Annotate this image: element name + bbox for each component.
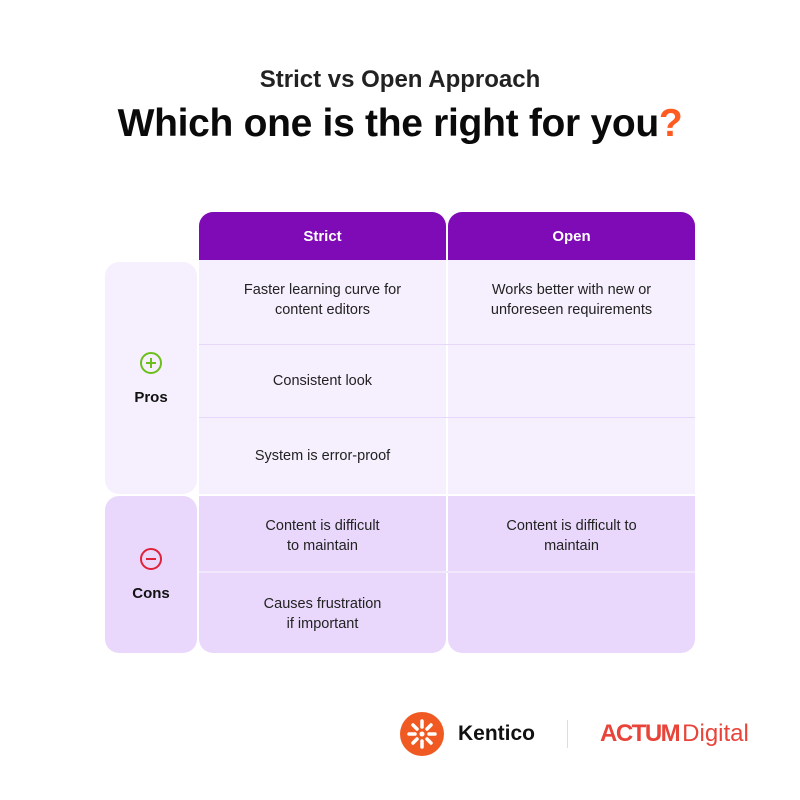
actum-logo-text: ACTUM (600, 720, 681, 747)
cell-strict-pro-3: System is error-proof (254, 448, 391, 464)
pros-label-cell: Pros (105, 262, 197, 494)
question-mark: ? (658, 102, 683, 145)
kentico-logo-text: Kentico (458, 722, 536, 745)
cons-label: Cons (132, 585, 170, 602)
strict-pros-block (199, 260, 446, 494)
column-header-strict: Strict (199, 212, 446, 260)
column-header-open: Open (448, 212, 695, 260)
footer-logos: Kentico ACTUM Digital (400, 712, 749, 756)
page-title: Which one is the right for you? (0, 102, 800, 146)
open-cons-block (448, 496, 695, 653)
plus-circle-icon (140, 351, 162, 374)
strict-cons-block (199, 496, 446, 653)
cell-strict-pro-2: Consistent look (272, 372, 373, 389)
title-text: Which one is the right for you (117, 102, 660, 145)
digital-logo-text: Digital (682, 720, 749, 747)
cell-strict-con-1: Content is difficult to maintain (265, 518, 380, 554)
cell-open-pro-1: Works better with new or unforeseen requ… (490, 282, 653, 318)
cell-strict-pro-1: Faster learning curve for content editor… (243, 282, 402, 318)
row-divider (199, 417, 695, 418)
open-pros-block (448, 260, 695, 494)
row-divider (199, 344, 695, 345)
row-divider (199, 571, 695, 573)
cell-open-con-1: Content is difficult to maintain (506, 518, 637, 554)
kentico-logo-icon (400, 712, 444, 756)
cell-strict-con-2: Causes frustration if important (263, 596, 382, 632)
pros-label: Pros (134, 388, 168, 406)
minus-circle-icon (140, 548, 162, 570)
cons-label-cell: Cons (105, 496, 197, 653)
logo-divider (567, 720, 569, 748)
subtitle: Strict vs Open Approach (259, 66, 541, 93)
